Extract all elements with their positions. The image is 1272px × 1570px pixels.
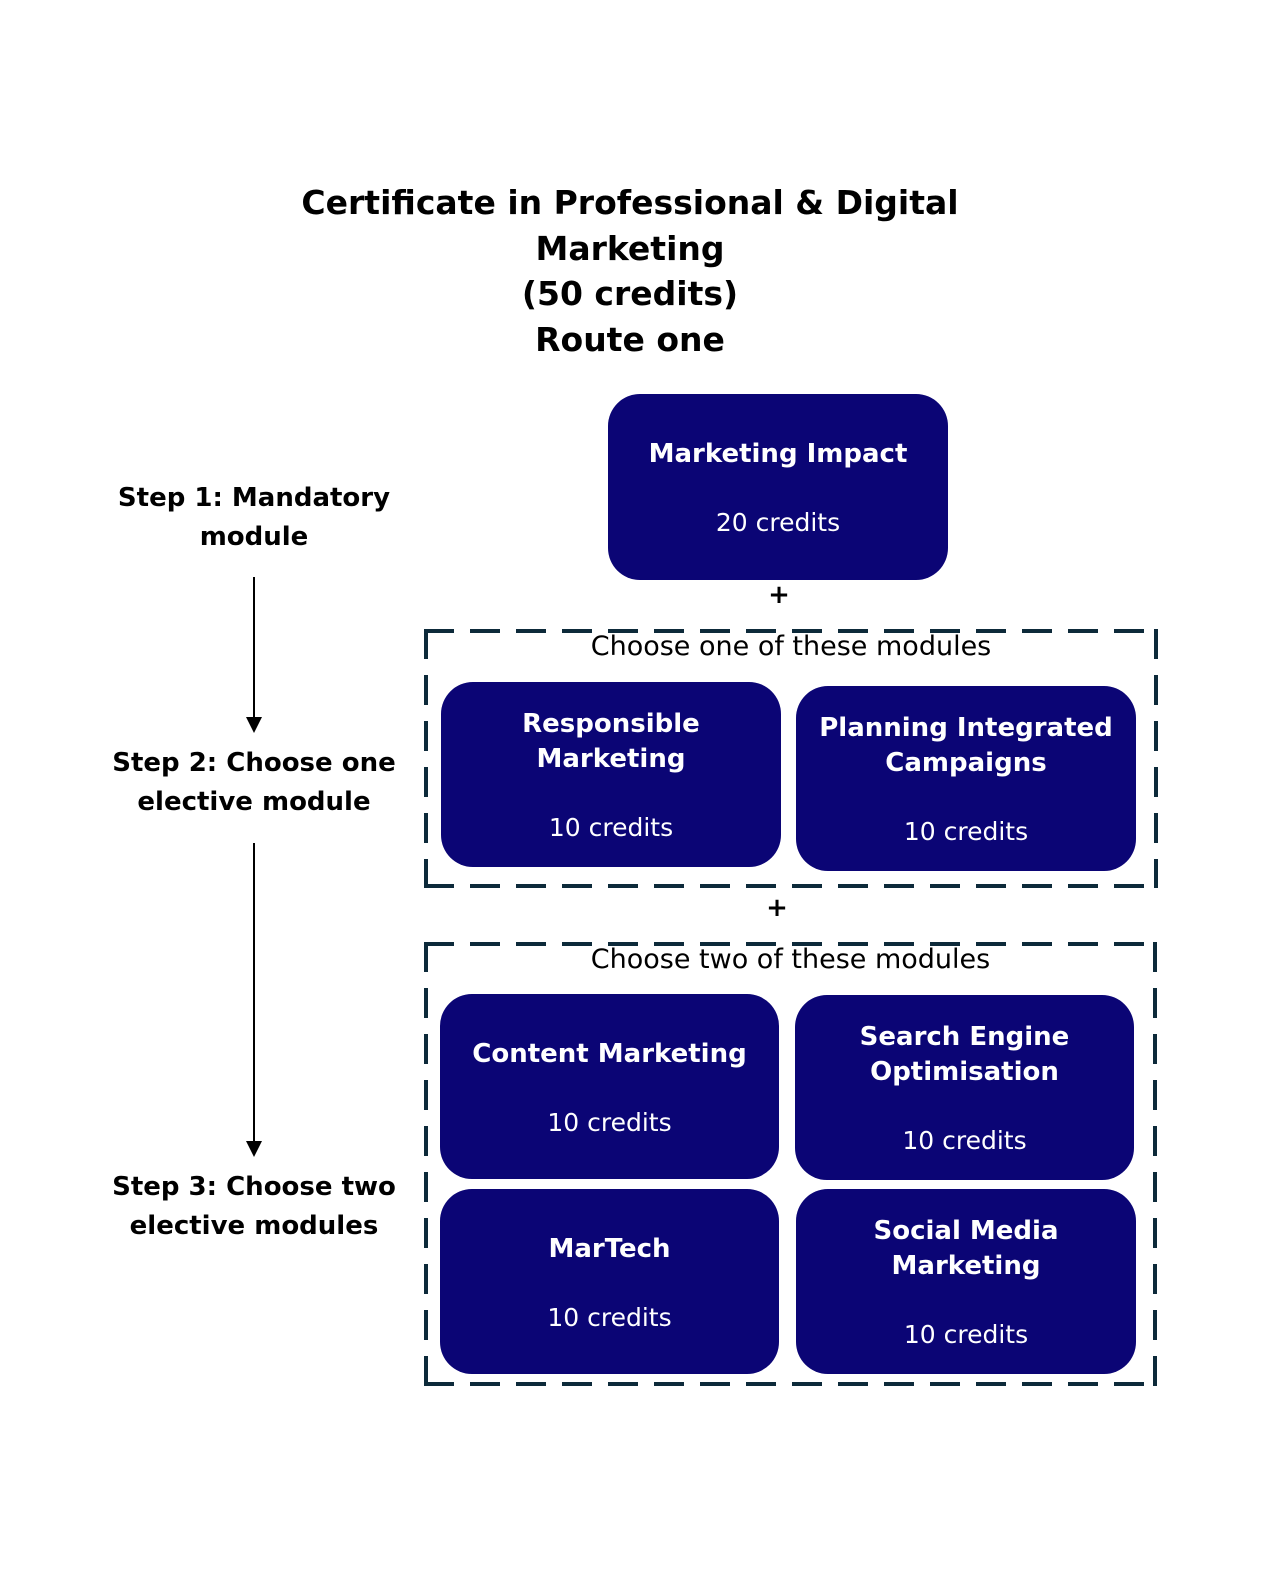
module-name: MarTech <box>548 1233 671 1264</box>
module-name-line: Social Media <box>873 1216 1059 1246</box>
module-martech: MarTech 10 credits <box>440 1189 779 1374</box>
module-name: Marketing Impact <box>648 439 908 469</box>
plus-icon: + <box>766 893 788 923</box>
module-credits: 10 credits <box>902 1126 1027 1155</box>
step-3-label: Step 3: Choose two elective modules <box>94 1168 414 1246</box>
module-credits: 10 credits <box>903 1320 1029 1349</box>
down-arrow-icon <box>246 843 262 1157</box>
group-label: Choose one of these modules <box>590 631 992 662</box>
diagram-title: Certificate in Professional & Digital Ma… <box>230 180 1030 362</box>
module-name-line: Responsible <box>522 709 700 739</box>
module-credits: 20 credits <box>715 508 841 537</box>
module-name: Content Marketing <box>472 1038 747 1069</box>
step-text: Step 3: Choose two <box>112 1172 396 1202</box>
group-label: Choose two of these modules <box>590 944 991 975</box>
down-arrow-icon <box>246 577 262 733</box>
step-text: Step 2: Choose one <box>112 748 396 778</box>
module-name-line: Optimisation <box>870 1057 1059 1087</box>
title-line: Certificate in Professional & Digital <box>301 183 959 222</box>
title-credits: (50 credits) <box>521 274 739 313</box>
module-name-line: Campaigns <box>885 748 1047 778</box>
module-credits: 10 credits <box>547 1302 672 1332</box>
module-name-line: Planning Integrated <box>819 713 1113 743</box>
step-text: module <box>199 522 309 552</box>
step-text: Step 1: Mandatory <box>117 483 391 513</box>
module-credits: 10 credits <box>547 1107 672 1137</box>
module-name-line: Search Engine <box>859 1022 1070 1052</box>
module-name-line: Marketing <box>891 1251 1041 1281</box>
module-name-line: Marketing <box>536 744 686 774</box>
step-1-label: Step 1: Mandatory module <box>94 479 414 557</box>
module-credits: 10 credits <box>903 817 1029 846</box>
step-text: elective module <box>137 787 371 817</box>
title-line: Marketing <box>535 228 725 268</box>
plus-icon: + <box>768 580 790 610</box>
title-route: Route one <box>535 319 725 359</box>
step-text: elective modules <box>129 1211 379 1241</box>
module-marketing-impact: Marketing Impact 20 credits <box>608 394 948 580</box>
module-credits: 10 credits <box>548 813 674 842</box>
module-content-marketing: Content Marketing 10 credits <box>440 994 779 1179</box>
step-2-label: Step 2: Choose one elective module <box>94 744 414 822</box>
